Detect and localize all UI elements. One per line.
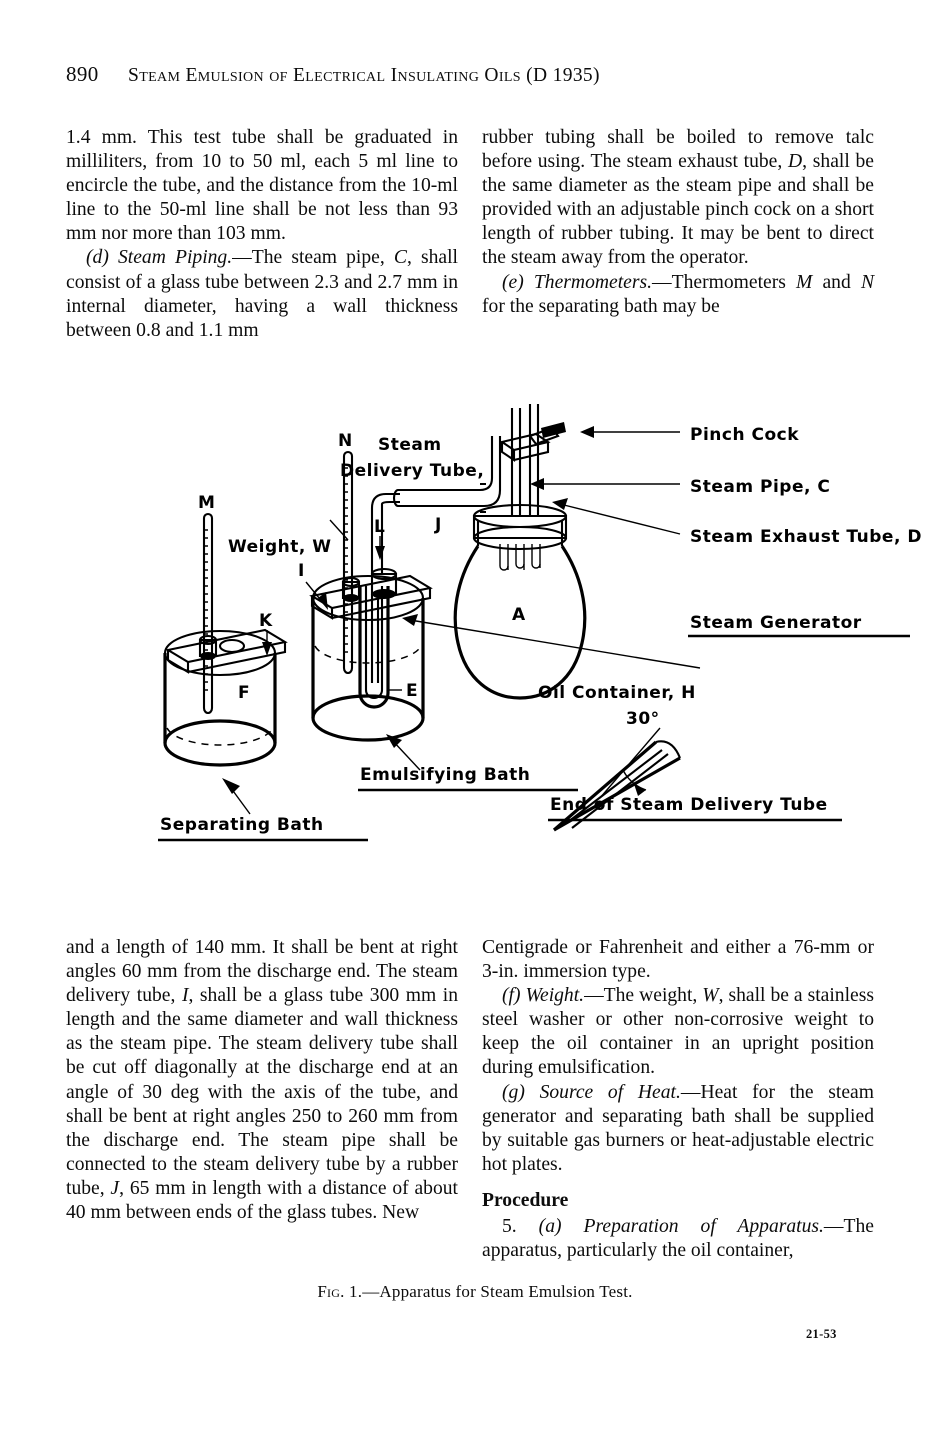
- figure-label-steam-exhaust-tube: Steam Exhaust Tube, D: [690, 527, 922, 547]
- paragraph-weight: (f) Weight.—The weight, W, shall be a st…: [482, 984, 874, 1080]
- section-title: Thermometers.: [533, 271, 653, 293]
- figure-caption-number: 1.: [349, 1282, 363, 1301]
- symbol-w: W: [702, 985, 719, 1007]
- section-title: Preparation of Apparatus.: [583, 1216, 824, 1238]
- symbol-j: J: [110, 1177, 120, 1199]
- paragraph-text: —The weight,: [584, 985, 703, 1007]
- paragraph-source-of-heat: (g) Source of Heat.—Heat for the steam g…: [482, 1081, 874, 1177]
- column-bottom-right: Centigrade or Fahrenheit and either a 76…: [482, 936, 874, 1263]
- steam-generator-drawing: [453, 503, 587, 700]
- figure-label-separating-bath: Separating Bath: [160, 815, 324, 835]
- figure-label-weight: Weight, W: [228, 537, 332, 557]
- figure-label-f: F: [238, 683, 250, 703]
- paragraph-preparation: 5. (a) Preparation of Apparatus.—The app…: [482, 1215, 874, 1263]
- figure-label-a: A: [512, 605, 526, 625]
- leader-lines: [222, 426, 701, 815]
- section-marker: (f): [502, 985, 521, 1007]
- section-marker: (d): [86, 247, 109, 269]
- figure-label-pinch-cock: Pinch Cock: [690, 425, 799, 445]
- figure-label-emulsifying-bath: Emulsifying Bath: [360, 765, 530, 785]
- figure-caption-text: —Apparatus for Steam Emulsion Test.: [362, 1282, 633, 1301]
- section-marker: (a): [538, 1216, 562, 1238]
- section-marker: (e): [502, 271, 524, 293]
- symbol-c: C: [393, 247, 407, 269]
- symbol-n: N: [860, 271, 875, 293]
- figure-label-l: L: [374, 517, 385, 537]
- paragraph-thermometers: (e) Thermometers.—Thermometers M and N f…: [482, 271, 874, 319]
- emulsifying-bath-drawing: [309, 567, 433, 742]
- paragraph-text: —The apparatus, particularly the oil con…: [482, 1216, 874, 1262]
- figure-caption-fig: Fig.: [317, 1282, 345, 1301]
- thermometer-n-drawing: [342, 450, 354, 674]
- thermometer-m-drawing: [202, 512, 214, 714]
- symbol-m: M: [796, 271, 813, 293]
- paragraph-text: Centigrade or Fahrenheit and either a 76…: [482, 937, 874, 983]
- paragraph: and a length of 140 mm. It shall be bent…: [66, 936, 458, 1225]
- column-bottom-left: and a length of 140 mm. It shall be bent…: [66, 936, 458, 1225]
- paragraph-text: , shall be a glass tube 300 mm in length…: [66, 985, 458, 1199]
- steam-delivery-tube-drawing: [370, 436, 502, 574]
- paragraph-text: for the separating bath may be: [482, 295, 720, 317]
- column-top-right: rubber tubing shall be boiled to remove …: [482, 126, 874, 319]
- paragraph-text: , 65 mm in length with a distance of abo…: [66, 1177, 458, 1224]
- section-title: Source of Heat.: [539, 1081, 681, 1103]
- paragraph: rubber tubing shall be boiled to remove …: [482, 126, 874, 271]
- figure-label-steam: Steam: [378, 435, 442, 455]
- item-number: 5.: [502, 1216, 517, 1238]
- column-top-left: 1.4 mm. This test tube shall be graduate…: [66, 126, 458, 343]
- paragraph: 1.4 mm. This test tube shall be graduate…: [66, 126, 458, 246]
- paragraph-text: and: [812, 271, 861, 293]
- figure-label-n: N: [338, 431, 352, 451]
- paragraph-text: , shall consist of a glass tube between …: [66, 247, 458, 341]
- apparatus-diagram: M N K F E A I J L Weight, W Steam Delive…: [158, 404, 922, 842]
- paragraph-text: rubber tubing shall be boiled to remove …: [482, 127, 874, 173]
- figure-label-oil-container: Oil Container, H: [538, 683, 696, 703]
- figure-label-steam-generator: Steam Generator: [690, 613, 862, 633]
- figure-label-e: E: [406, 681, 418, 701]
- figure-apparatus: M N K F E A I J L Weight, W Steam Delive…: [0, 398, 950, 1301]
- figure-label-m: M: [198, 493, 215, 513]
- footer-signature-code: 21-53: [806, 1327, 837, 1341]
- figure-label-steam-pipe: Steam Pipe, C: [690, 477, 830, 497]
- symbol-i: I: [181, 985, 189, 1007]
- steam-pipe-drawing: [499, 404, 566, 516]
- figure-label-end-of-tube: End of Steam Delivery Tube: [550, 795, 828, 815]
- figure-label-j: J: [434, 515, 441, 535]
- section-title: Steam Piping.: [117, 247, 233, 269]
- paragraph: Centigrade or Fahrenheit and either a 76…: [482, 936, 874, 984]
- cut-tube-detail-drawing: [552, 727, 681, 832]
- subheading-procedure: Procedure: [482, 1189, 569, 1211]
- paragraph-text: —Thermometers: [652, 271, 797, 293]
- paragraph-text: , shall be a stainless steel washer or o…: [482, 985, 874, 1079]
- running-head-title: Steam Emulsion of Electrical Insulating …: [128, 65, 600, 86]
- figure-label-angle: 30°: [626, 709, 660, 729]
- figure-label-i: I: [298, 561, 304, 581]
- figure-label-k: K: [259, 611, 273, 631]
- figure-label-delivery-tube: Delivery Tube,: [340, 461, 484, 481]
- running-head: 890 Steam Emulsion of Electrical Insulat…: [66, 62, 886, 92]
- paragraph-text: and a length of 140 mm. It shall be bent…: [66, 937, 458, 1007]
- figure-caption: Fig. 1.—Apparatus for Steam Emulsion Tes…: [0, 1282, 950, 1302]
- paragraph-text: 1.4 mm. This test tube shall be graduate…: [66, 127, 458, 245]
- page-number: 890: [66, 62, 99, 86]
- paragraph-text: , shall be the same diameter as the stea…: [482, 151, 874, 269]
- paragraph-text: —The steam pipe,: [232, 247, 394, 269]
- paragraph-steam-piping: (d) Steam Piping.—The steam pipe, C, sha…: [66, 246, 458, 342]
- separating-bath-drawing: [163, 628, 288, 767]
- section-marker: (g): [502, 1081, 525, 1103]
- section-title: Weight.: [525, 985, 585, 1007]
- pinch-cock-drawing: [499, 422, 566, 462]
- paragraph-text: —Heat for the steam generator and separa…: [482, 1081, 874, 1175]
- symbol-d: D: [788, 151, 803, 173]
